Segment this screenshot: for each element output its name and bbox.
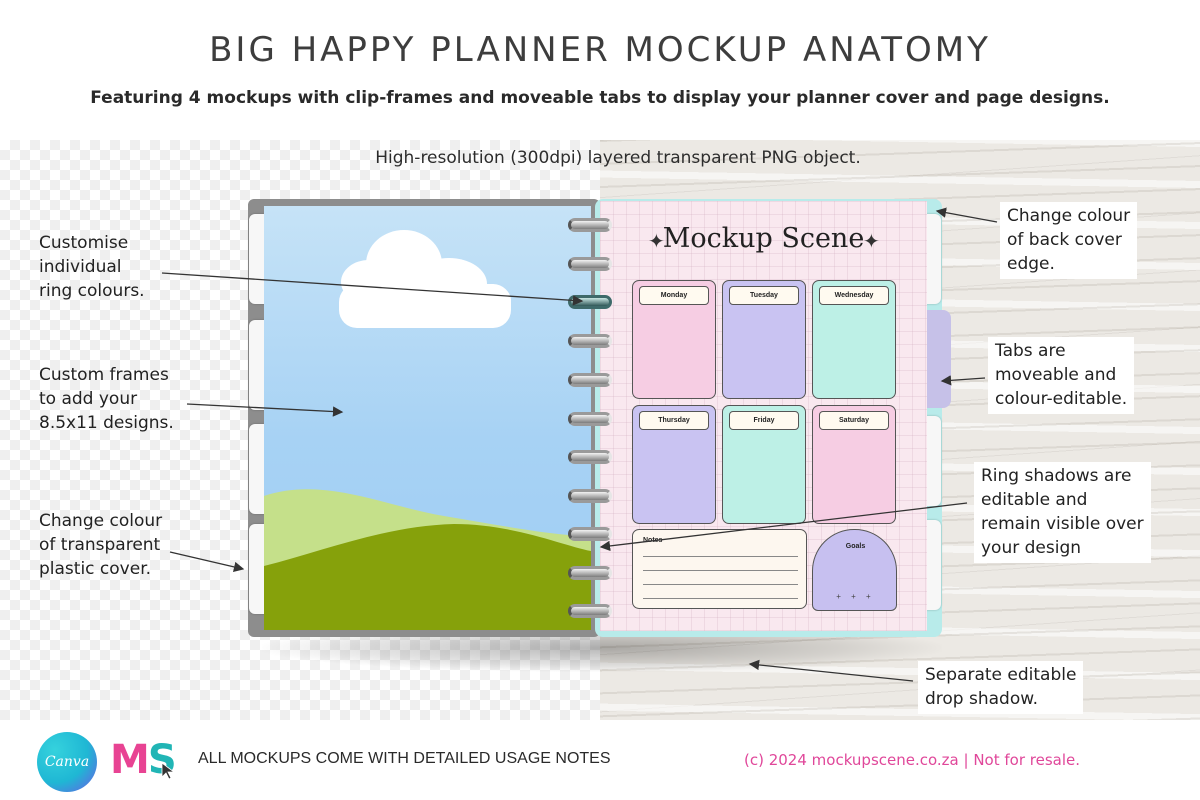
left-divider-tab: [249, 524, 265, 614]
notes-line: [643, 584, 798, 585]
annotation-line: ring colours.: [39, 281, 145, 301]
annotation-line: your design: [981, 538, 1082, 558]
annotation-line: of back cover: [1007, 230, 1122, 250]
notes-line: [643, 570, 798, 571]
annotation-line: edge.: [1007, 254, 1055, 274]
binder-ring[interactable]: [568, 450, 612, 464]
goals-marks: + + +: [836, 592, 875, 601]
annotation-line: to add your: [39, 389, 138, 409]
binder-ring[interactable]: [568, 566, 612, 580]
cover-clip-frame[interactable]: [264, 206, 591, 630]
sparkle-icon: ✦: [648, 231, 665, 253]
binder-ring[interactable]: [568, 218, 612, 232]
day-label: Tuesday: [729, 286, 799, 305]
page-subtitle: Featuring 4 mockups with clip-frames and…: [90, 88, 1110, 108]
annotation-line: Tabs are: [995, 341, 1066, 361]
day-label: Thursday: [639, 411, 709, 430]
left-divider-tab: [249, 424, 265, 514]
annotation-line: 8.5x11 designs.: [39, 413, 174, 433]
annotation-plastic-cover: Change colour of transparent plastic cov…: [39, 509, 162, 581]
binder-ring[interactable]: [568, 604, 612, 618]
annotation-line: editable and: [981, 490, 1088, 510]
day-card: Tuesday: [722, 280, 806, 399]
day-label: Monday: [639, 286, 709, 305]
right-divider-tab: [925, 416, 941, 506]
day-card: Friday: [722, 405, 806, 524]
goals-box: Goals + + +: [812, 529, 897, 611]
page-title: BIG HAPPY PLANNER MOCKUP ANATOMY: [209, 30, 991, 70]
day-label: Friday: [729, 411, 799, 430]
annotation-back-cover-edge: Change colour of back cover edge.: [1000, 202, 1138, 279]
annotation-line: Ring shadows are: [981, 466, 1132, 486]
day-card: Thursday: [632, 405, 716, 524]
ms-logo: MS: [110, 737, 177, 783]
binder-ring-featured[interactable]: [568, 295, 612, 309]
binder-ring[interactable]: [568, 373, 612, 387]
annotation-drop-shadow: Separate editable drop shadow.: [918, 661, 1084, 714]
annotation-tabs: Tabs are moveable and colour-editable.: [988, 337, 1135, 414]
canvas-caption: High-resolution (300dpi) layered transpa…: [375, 148, 861, 168]
annotation-line: Separate editable: [925, 665, 1077, 685]
annotation-line: moveable and: [995, 365, 1117, 385]
annotation-line: drop shadow.: [925, 689, 1038, 709]
notes-label: Notes: [643, 537, 663, 544]
binder-ring[interactable]: [568, 257, 612, 271]
annotation-line: plastic cover.: [39, 559, 152, 579]
moveable-tab[interactable]: [925, 310, 951, 408]
right-divider-tab: [925, 520, 941, 610]
cursor-icon: [161, 762, 176, 780]
copyright-text: (c) 2024 mockupscene.co.za | Not for res…: [744, 751, 1081, 769]
cover-landscape-image: [264, 230, 591, 630]
annotation-line: remain visible over: [981, 514, 1144, 534]
day-label: Wednesday: [819, 286, 889, 305]
annotation-line: individual: [39, 257, 122, 277]
annotation-ring-shadows: Ring shadows are editable and remain vis…: [974, 462, 1151, 563]
day-card: Saturday: [812, 405, 896, 524]
canva-logo: Canva: [37, 732, 97, 792]
left-divider-tab: [249, 214, 265, 304]
notes-line: [643, 556, 798, 557]
day-card: Wednesday: [812, 280, 896, 399]
annotation-line: Custom frames: [39, 365, 169, 385]
annotation-line: Customise: [39, 233, 129, 253]
notes-box: Notes: [632, 529, 807, 609]
annotation-line: of transparent: [39, 535, 161, 555]
right-divider-tab: [925, 214, 941, 304]
ms-logo-m: M: [110, 737, 150, 783]
goals-label: Goals: [845, 543, 866, 550]
annotation-line: colour-editable.: [995, 389, 1128, 409]
annotation-line: Change colour: [39, 511, 163, 531]
left-divider-tab: [249, 320, 265, 410]
planner-page-title: Mockup Scene: [662, 223, 865, 254]
binder-ring[interactable]: [568, 334, 612, 348]
binder-ring[interactable]: [568, 489, 612, 503]
cloud-icon: [339, 230, 511, 328]
binder-ring[interactable]: [568, 527, 612, 541]
footer-bar: [0, 720, 1200, 800]
binder-ring[interactable]: [568, 412, 612, 426]
annotation-line: Change colour: [1007, 206, 1131, 226]
notes-line: [643, 598, 798, 599]
sparkle-icon: ✦: [863, 231, 880, 253]
day-card: Monday: [632, 280, 716, 399]
hill-dark: [264, 524, 591, 630]
annotation-custom-frames: Custom frames to add your 8.5x11 designs…: [39, 363, 174, 435]
planner-page-frame[interactable]: Mockup Scene ✦ ✦ Monday Tuesday Wednesda…: [600, 201, 927, 631]
day-label: Saturday: [819, 411, 889, 430]
annotation-ring-colours: Customise individual ring colours.: [39, 231, 145, 303]
usage-notes-text: ALL MOCKUPS COME WITH DETAILED USAGE NOT…: [198, 750, 611, 767]
